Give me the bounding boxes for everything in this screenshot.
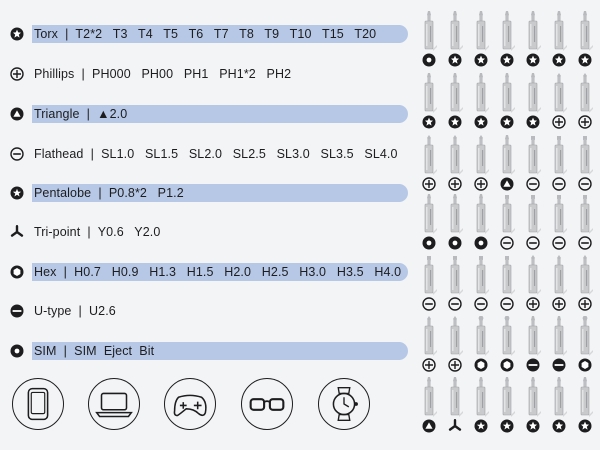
bit-row-label: Pentalobe | P0.8*2 P1.2: [34, 186, 184, 200]
bit-grid: [420, 10, 596, 442]
u-type-icon: [10, 304, 24, 318]
sim-icon: [10, 344, 24, 358]
bit-torx: [472, 10, 490, 73]
bit-torx: [524, 72, 542, 135]
phone-icon: [27, 387, 49, 421]
bit-phillips: [420, 134, 438, 197]
bit-phillips: [576, 72, 594, 135]
bit-flathead: [420, 254, 438, 317]
pentalobe-icon: [10, 186, 24, 200]
bit-tri-point: [446, 376, 464, 439]
bit-flathead: [498, 193, 516, 256]
bit-pentalobe: [498, 376, 516, 439]
bit-hex: [576, 315, 594, 378]
bit-triangle: [498, 134, 516, 197]
bit-row-pentalobe: Pentalobe | P0.8*2 P1.2: [10, 184, 408, 202]
bit-flathead: [576, 193, 594, 256]
bit-hex: [472, 315, 490, 378]
flathead-icon: [10, 147, 24, 161]
device-phone: [12, 378, 64, 430]
smartwatch-icon: [332, 386, 358, 422]
bit-phillips: [576, 254, 594, 317]
bit-row-flathead: Flathead | SL1.0 SL1.5 SL2.0 SL2.5 SL3.0…: [10, 145, 408, 163]
bit-sim: [420, 193, 438, 256]
bit-phillips: [550, 72, 568, 135]
bit-phillips: [472, 134, 490, 197]
bit-flathead: [550, 193, 568, 256]
device-laptop: [88, 378, 140, 430]
glasses-icon: [249, 398, 285, 411]
bit-flathead: [550, 134, 568, 197]
torx-icon: [10, 27, 24, 41]
bit-phillips: [446, 134, 464, 197]
bit-row-hex: Hex | H0.7 H0.9 H1.3 H1.5 H2.0 H2.5 H3.0…: [10, 263, 408, 281]
bit-sim: [420, 10, 438, 73]
bit-row-torx: Torx | T2*2 T3 T4 T5 T6 T7 T8 T9 T10 T15…: [10, 25, 408, 43]
tri-point-icon: [10, 225, 24, 239]
bit-row-label: Tri-point | Y0.6 Y2.0: [34, 225, 161, 239]
bit-u-type: [550, 315, 568, 378]
bit-flathead: [472, 254, 490, 317]
gamepad-icon: [173, 394, 207, 417]
bit-torx: [472, 72, 490, 135]
bit-row-triangle: Triangle | ▲2.0: [10, 105, 408, 123]
bit-phillips: [446, 315, 464, 378]
bit-sim: [446, 193, 464, 256]
bit-row-sim: SIM | SIM Eject Bit: [10, 342, 408, 360]
bit-row-label: Torx | T2*2 T3 T4 T5 T6 T7 T8 T9 T10 T15…: [34, 27, 377, 41]
phillips-icon: [10, 67, 24, 81]
bit-torx: [420, 72, 438, 135]
bit-torx: [446, 10, 464, 73]
bit-row-phillips: Phillips | PH000 PH00 PH1 PH1*2 PH2: [10, 65, 408, 83]
bit-pentalobe: [472, 376, 490, 439]
bit-torx: [524, 10, 542, 73]
bit-row-tri-point: Tri-point | Y0.6 Y2.0: [10, 223, 408, 241]
device-glasses: [241, 378, 293, 430]
bit-torx: [498, 10, 516, 73]
bit-torx: [550, 376, 568, 439]
bit-phillips: [550, 254, 568, 317]
bit-flathead: [446, 254, 464, 317]
bit-row-label: U-type | U2.6: [34, 304, 116, 318]
bit-flathead: [524, 193, 542, 256]
bit-flathead: [524, 134, 542, 197]
bit-hex: [498, 315, 516, 378]
hex-icon: [10, 265, 24, 279]
laptop-icon: [95, 392, 133, 418]
bit-torx: [550, 10, 568, 73]
bit-row-label: Phillips | PH000 PH00 PH1 PH1*2 PH2: [34, 67, 292, 81]
bit-torx: [524, 376, 542, 439]
bit-flathead: [498, 254, 516, 317]
bit-torx: [498, 72, 516, 135]
bit-row-u-type: U-type | U2.6: [10, 302, 408, 320]
bit-torx: [446, 72, 464, 135]
bit-row-label: Triangle | ▲2.0: [34, 107, 128, 121]
bit-flathead: [576, 134, 594, 197]
bit-phillips: [524, 254, 542, 317]
bit-torx: [576, 10, 594, 73]
bit-row-label: Flathead | SL1.0 SL1.5 SL2.0 SL2.5 SL3.0…: [34, 147, 398, 161]
bit-triangle: [420, 376, 438, 439]
device-gamepad: [164, 378, 216, 430]
bit-u-type: [524, 315, 542, 378]
bit-torx: [576, 376, 594, 439]
device-smartwatch: [318, 378, 370, 430]
bit-row-label: Hex | H0.7 H0.9 H1.3 H1.5 H2.0 H2.5 H3.0…: [34, 265, 402, 279]
bit-phillips: [420, 315, 438, 378]
bit-row-label: SIM | SIM Eject Bit: [34, 344, 155, 358]
triangle-icon: [10, 107, 24, 121]
bit-sim: [472, 193, 490, 256]
